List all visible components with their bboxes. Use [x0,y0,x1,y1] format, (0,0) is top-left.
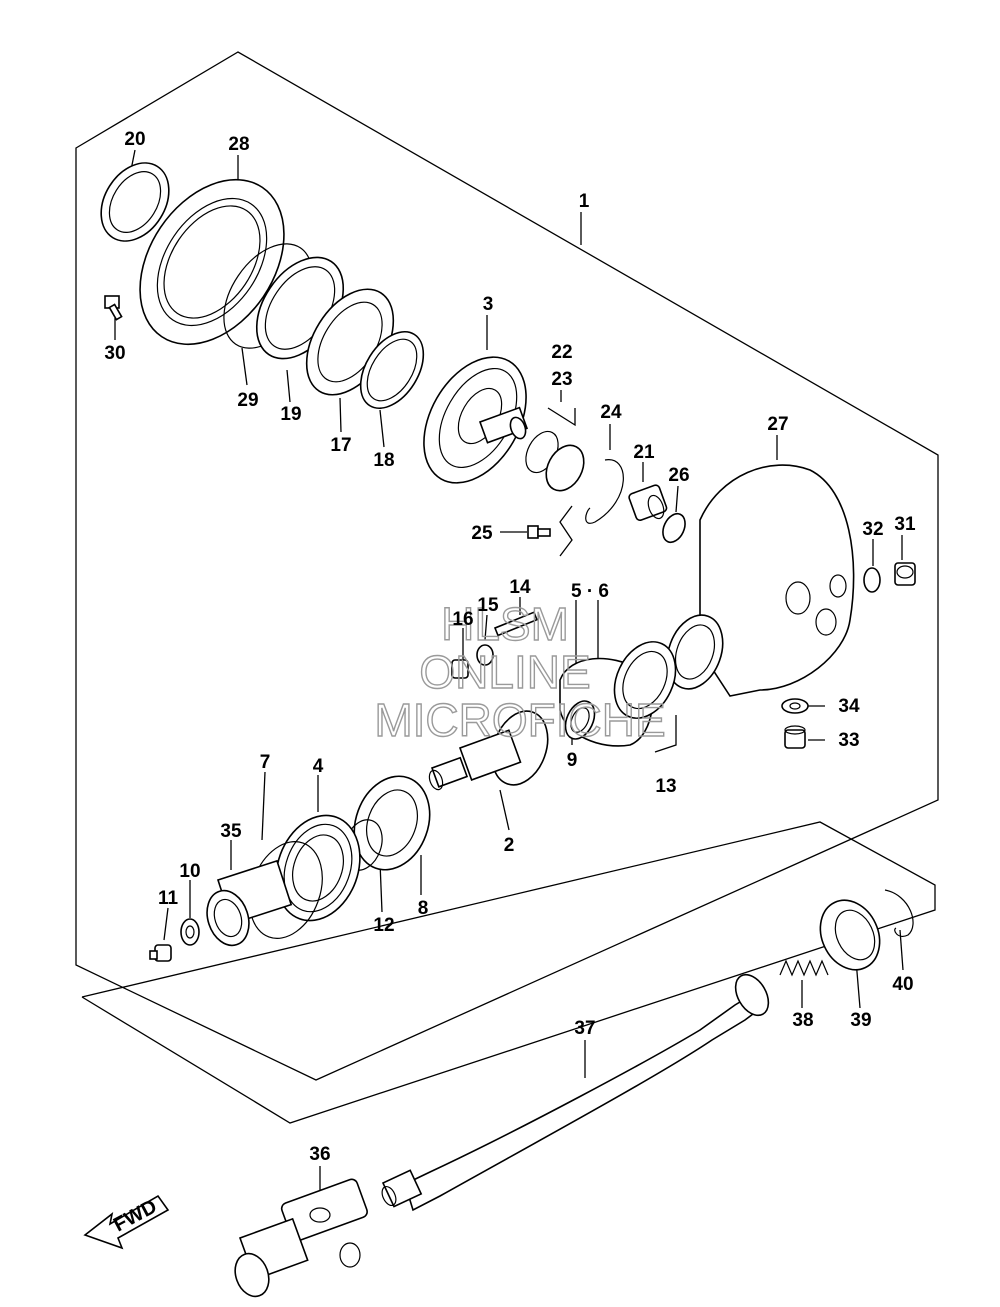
part-label-30: 30 [104,343,125,364]
part-label-17: 17 [330,435,351,456]
part-label-16: 16 [452,609,473,630]
part-label-29: 29 [237,390,258,411]
part-gasket-34 [781,698,809,714]
watermark-line2: ONLINE [419,646,590,698]
part-label-13: 13 [655,776,676,797]
part-label-14: 14 [509,577,531,598]
part-shim-26 [662,512,686,544]
part-label-3: 3 [483,294,494,315]
part-spring-38 [779,959,829,977]
part-oil-seal-20 [100,162,170,242]
part-final-gear-case-27 [666,464,855,697]
part-label-35: 35 [220,821,242,842]
assembly-box-1 [75,51,939,1081]
part-label-37: 37 [574,1018,595,1039]
part-plug-33 [784,725,806,749]
part-bolt-30 [104,295,123,321]
part-label-12: 12 [373,915,394,936]
watermark-line1: HLSM [441,598,569,650]
part-label-15: 15 [477,595,499,616]
part-ring-gear-3 [423,356,529,484]
fwd-arrow: FWD [83,1194,170,1250]
part-plug-31 [894,562,916,586]
part-washer-32 [863,567,881,593]
part-label-7: 7 [260,752,271,773]
part-coupling-35 [206,859,293,947]
part-circlip-24 [585,459,624,524]
part-label-36: 36 [309,1144,330,1165]
part-labels: 1 2 3 4 5 · 6 7 8 9 10 11 12 13 14 15 16… [104,129,916,1165]
part-label-10: 10 [179,861,200,882]
part-label-19: 19 [280,404,301,425]
part-label-25: 25 [471,523,493,544]
part-label-24: 24 [600,402,622,423]
part-circlip-40 [884,889,914,937]
part-label-2: 2 [504,835,515,856]
part-label-23: 23 [551,369,572,390]
part-label-8: 8 [418,898,429,919]
part-label-27: 27 [767,414,788,435]
part-label-21: 21 [633,442,655,463]
part-bearing-9 [564,700,596,740]
part-label-9: 9 [567,750,578,771]
part-label-4: 4 [313,756,324,777]
part-label-39: 39 [850,1010,871,1031]
part-label-28: 28 [228,134,249,155]
part-label-18: 18 [373,450,394,471]
part-label-38: 38 [792,1010,813,1031]
part-label-40: 40 [892,974,913,995]
watermark: HLSM ONLINE MICROFICHE [374,597,667,746]
part-label-11: 11 [158,888,179,909]
part-bearing-case-28 [139,178,285,346]
fwd-label: FWD [110,1196,161,1237]
part-label-34: 34 [838,696,860,717]
part-label-20: 20 [124,129,145,150]
part-label-33: 33 [838,730,859,751]
part-propeller-shaft-37 [381,973,770,1212]
part-bearing-8 [353,775,431,871]
assembly-box-37 [81,821,936,1124]
part-nut-11 [149,944,172,962]
part-label-31: 31 [894,514,916,535]
part-label-26: 26 [668,465,689,486]
part-label-32: 32 [862,519,883,540]
part-pinion-gear-2 [428,710,549,791]
part-shims-22-23 [525,430,585,492]
part-label-1: 1 [579,191,590,212]
part-label-22: 22 [551,342,572,363]
part-needle-bearing-21 [628,484,668,521]
watermark-line3: MICROFICHE [374,694,665,746]
part-washer-10 [180,918,200,946]
part-boot-39 [819,899,881,971]
part-shim-18 [359,331,425,409]
part-bolt-25 [527,525,551,539]
part-universal-joint-36 [234,1178,368,1298]
part-label-5-6: 5 · 6 [571,581,609,602]
part-bolts-14-16 [451,611,538,679]
